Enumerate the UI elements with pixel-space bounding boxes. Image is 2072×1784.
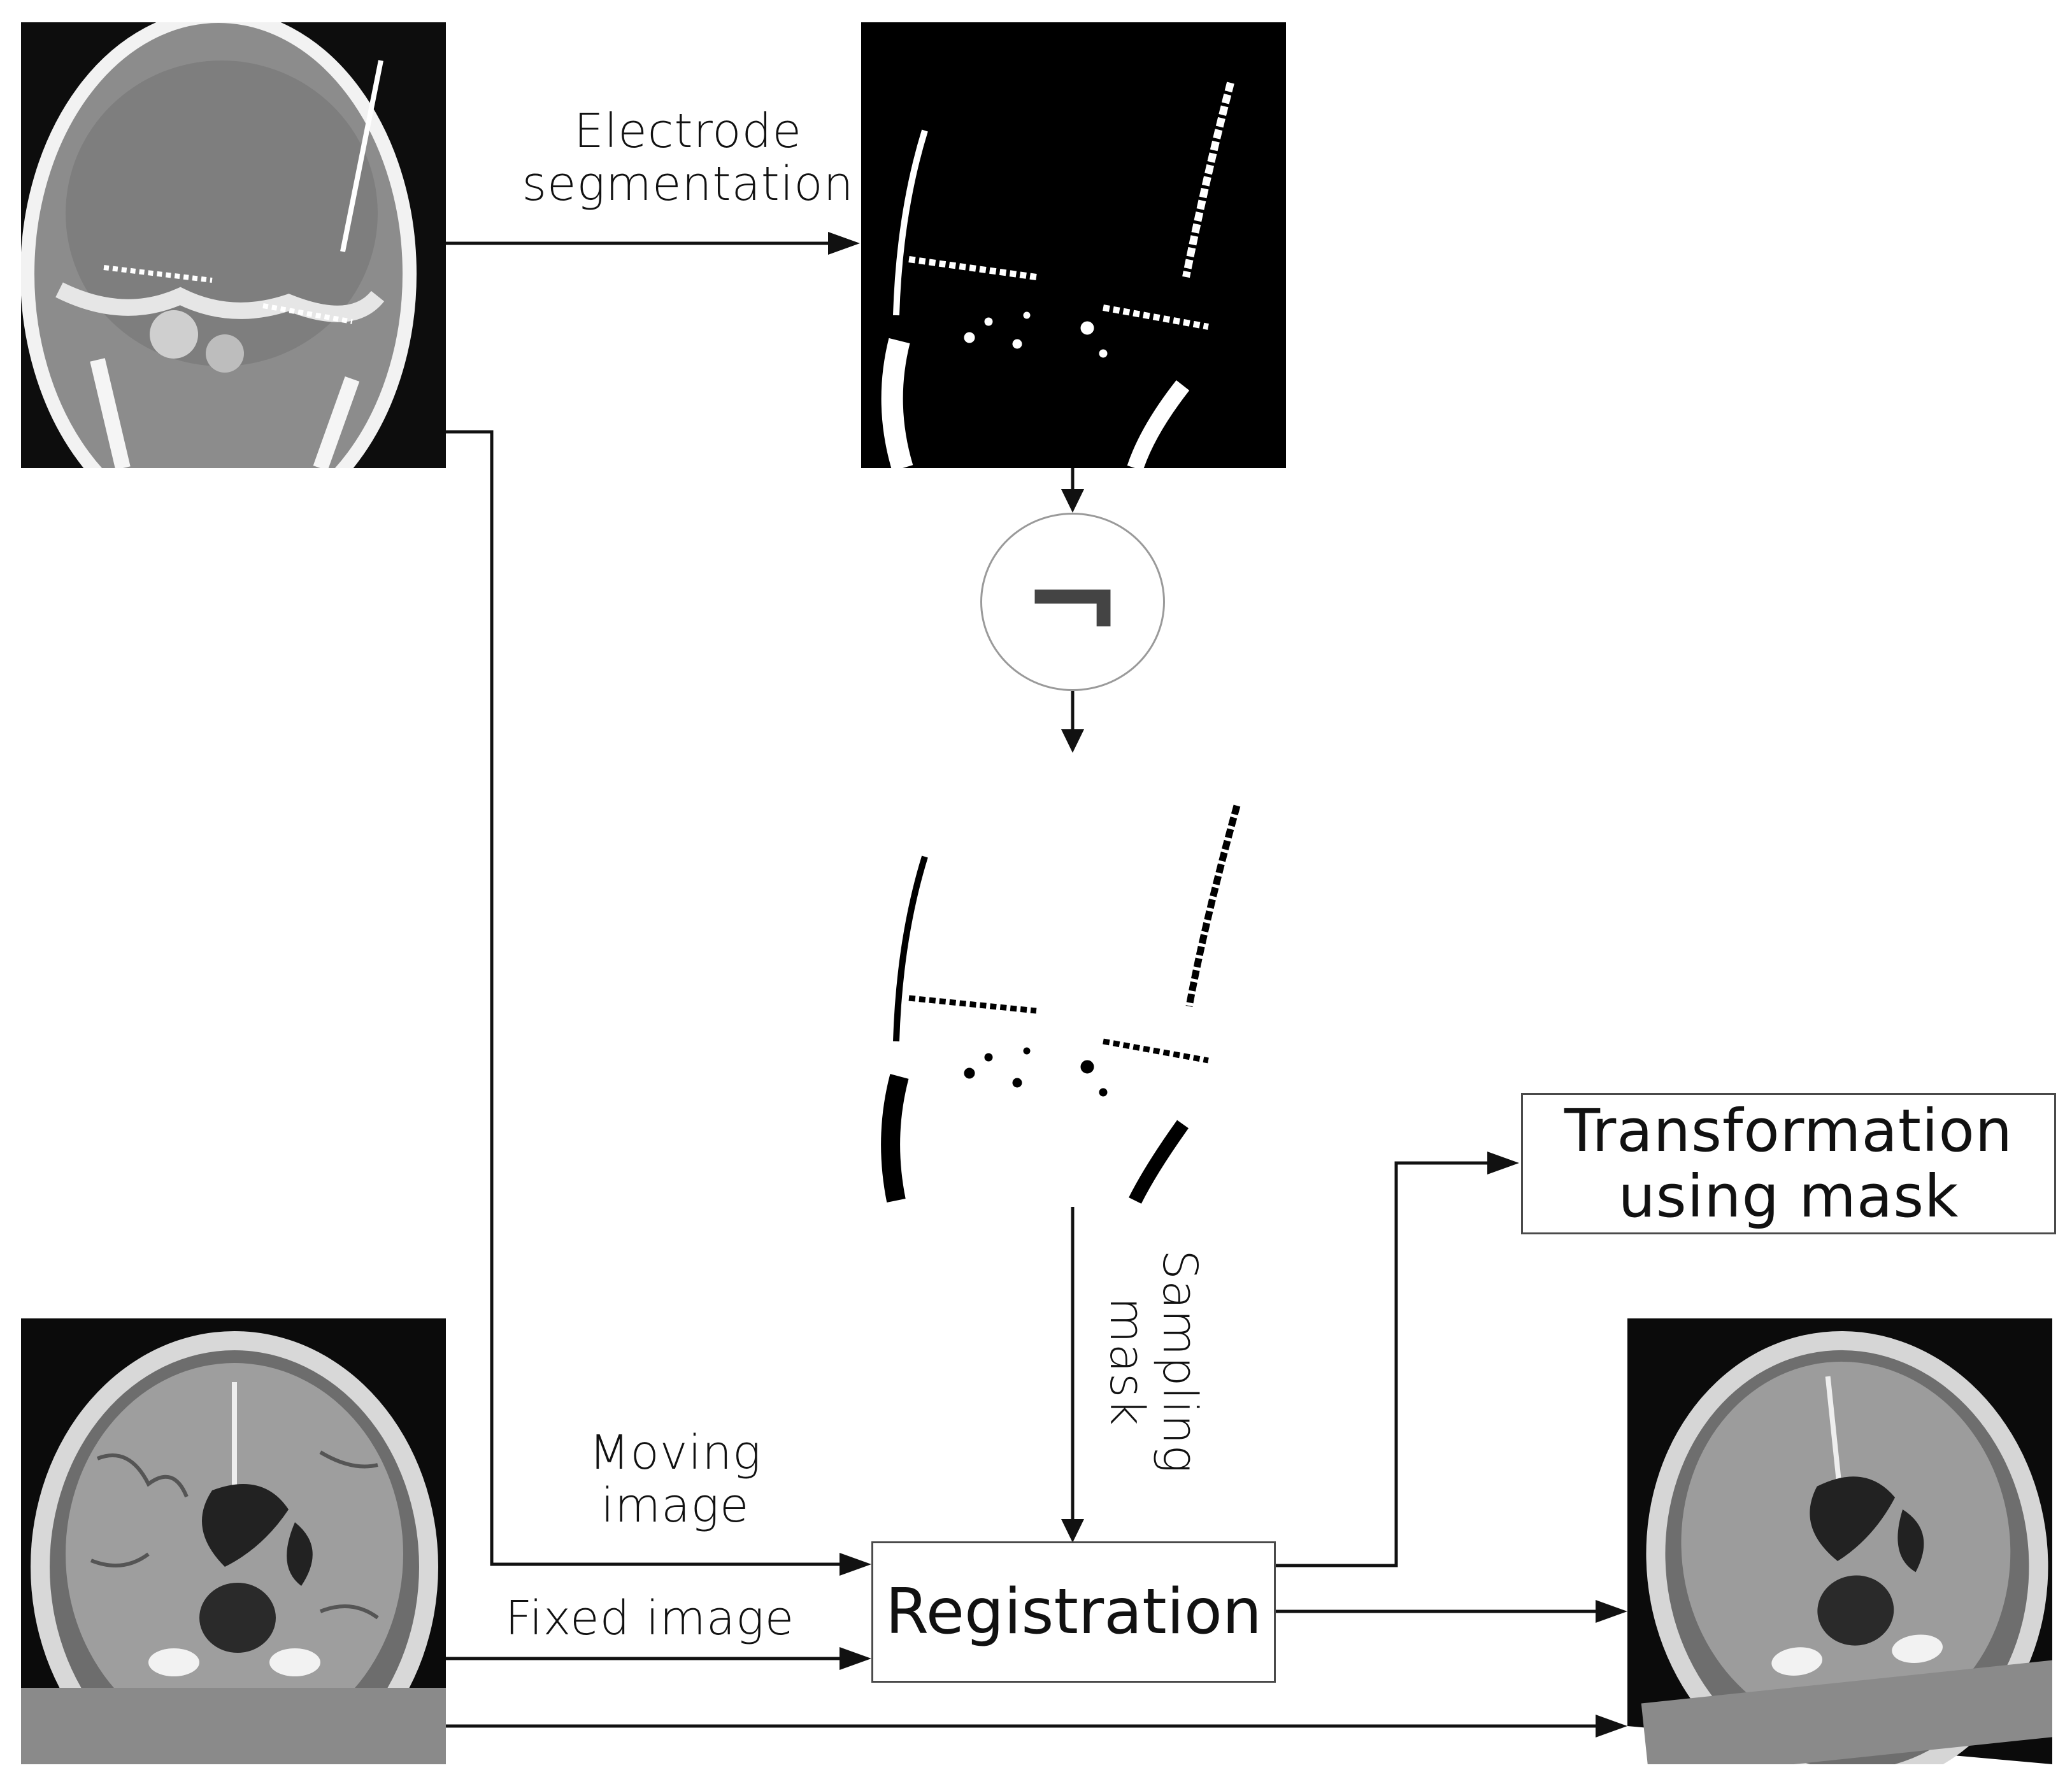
transformation-line1: Transformation — [1564, 1096, 2013, 1165]
electrode-segmentation-line2: segmentation — [522, 156, 854, 211]
registration-label: Registration — [885, 1576, 1262, 1648]
arrow-ct-to-registration — [446, 430, 847, 1566]
electrode-segmentation-line1: Electrode — [573, 104, 803, 159]
sampling-mask-line1: Sampling — [1152, 1249, 1207, 1474]
registration-box: Registration — [871, 1541, 1276, 1683]
negation-operator: ¬ — [980, 513, 1165, 691]
moving-image-label: Moving image — [541, 1427, 809, 1532]
transformation-box: Transformation using mask — [1521, 1093, 2056, 1234]
ct-scan-image — [21, 22, 446, 468]
logical-not-icon: ¬ — [1022, 531, 1124, 672]
registered-output-image — [1627, 1318, 2052, 1764]
transformation-line2: using mask — [1618, 1162, 1959, 1231]
inverted-mask-image — [861, 761, 1286, 1207]
electrode-segmentation-label: Electrode segmentation — [503, 105, 873, 211]
mri-fixed-image — [21, 1318, 446, 1764]
sampling-mask-label: Sampling mask — [1083, 1226, 1223, 1481]
moving-image-line2: image — [601, 1478, 750, 1533]
arrow-registration-to-transformation — [1274, 1161, 1490, 1567]
fixed-image-label: Fixed image — [504, 1591, 795, 1646]
moving-image-line1: Moving — [589, 1425, 762, 1480]
sampling-mask-line2: mask — [1099, 1297, 1154, 1427]
segmentation-image — [861, 22, 1286, 468]
